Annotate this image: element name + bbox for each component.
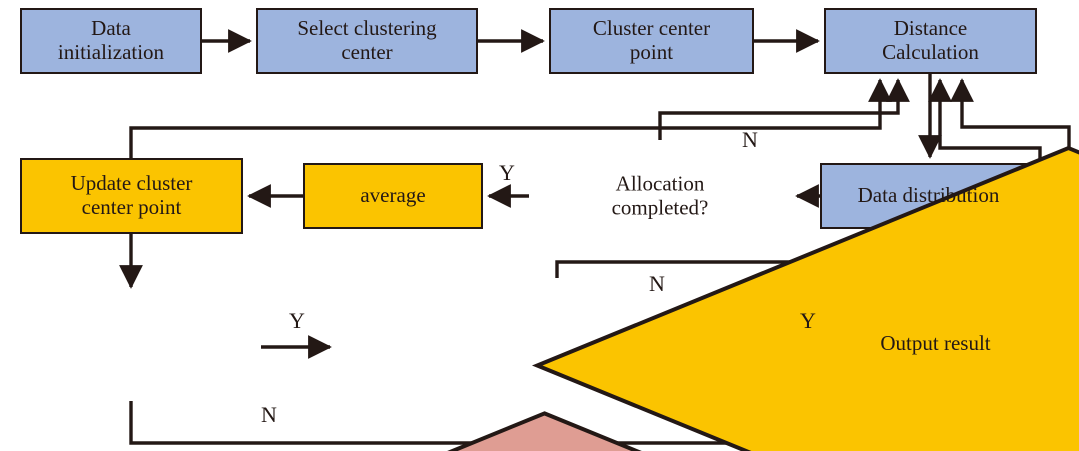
node-data-initialization[interactable]: Data initialization — [20, 8, 202, 74]
node-label: Data initialization — [57, 16, 165, 64]
node-allocation-completed[interactable]: Allocation completed? — [529, 140, 1079, 451]
node-average[interactable]: average — [303, 163, 483, 229]
diamond-shape — [529, 140, 1079, 451]
node-label: Distance Calculation — [882, 16, 979, 64]
edge-allocation-n-to-distance — [658, 78, 910, 140]
node-cluster-center-point[interactable]: Cluster center point — [549, 8, 754, 74]
node-label: Select clustering center — [297, 16, 437, 64]
node-max-iterations[interactable]: Max Iterations? — [5, 405, 261, 451]
edge-label-n-allocation: N — [742, 127, 758, 152]
node-distance-calculation[interactable]: Distance Calculation — [824, 8, 1037, 74]
edge-label-n-max-iterations: N — [261, 402, 277, 427]
edge-label-n-center-point: N — [649, 271, 665, 296]
node-label: Allocation completed? — [611, 171, 709, 219]
edge-label-y-max-iterations: Y — [289, 308, 305, 333]
node-label: Update cluster center point — [70, 171, 193, 219]
node-label: average — [360, 183, 426, 208]
diamond-shape — [5, 405, 1079, 451]
edge-label-y-output: Y — [800, 308, 816, 333]
node-label: Cluster center point — [592, 16, 711, 64]
node-label: Max Iterations? — [23, 447, 243, 451]
edge-label-y-allocation: Y — [499, 160, 515, 185]
node-select-clustering-center[interactable]: Select clustering center — [256, 8, 478, 74]
edge-update-to-distance — [129, 78, 892, 158]
node-update-cluster-center[interactable]: Update cluster center point — [20, 158, 243, 234]
node-label: Output result — [880, 331, 991, 356]
node-label: Data distribution — [857, 183, 1000, 208]
